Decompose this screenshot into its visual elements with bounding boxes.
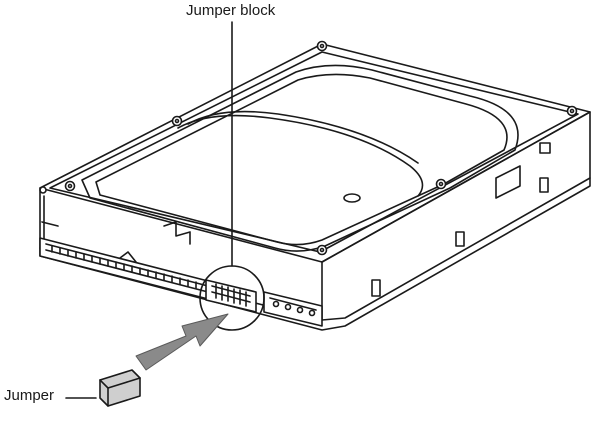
jumper-part — [65, 369, 141, 407]
insertion-arrow — [135, 313, 229, 371]
hard-drive-top-cover — [39, 43, 591, 263]
jumper-block-pins — [205, 279, 257, 313]
cover-screws — [39, 40, 578, 256]
jumper-label: Jumper — [4, 387, 55, 404]
power-connector — [263, 291, 323, 327]
ide-connector — [39, 237, 213, 301]
jumper-block-label: Jumper block — [186, 2, 276, 19]
jumper-block-callout — [199, 21, 265, 331]
